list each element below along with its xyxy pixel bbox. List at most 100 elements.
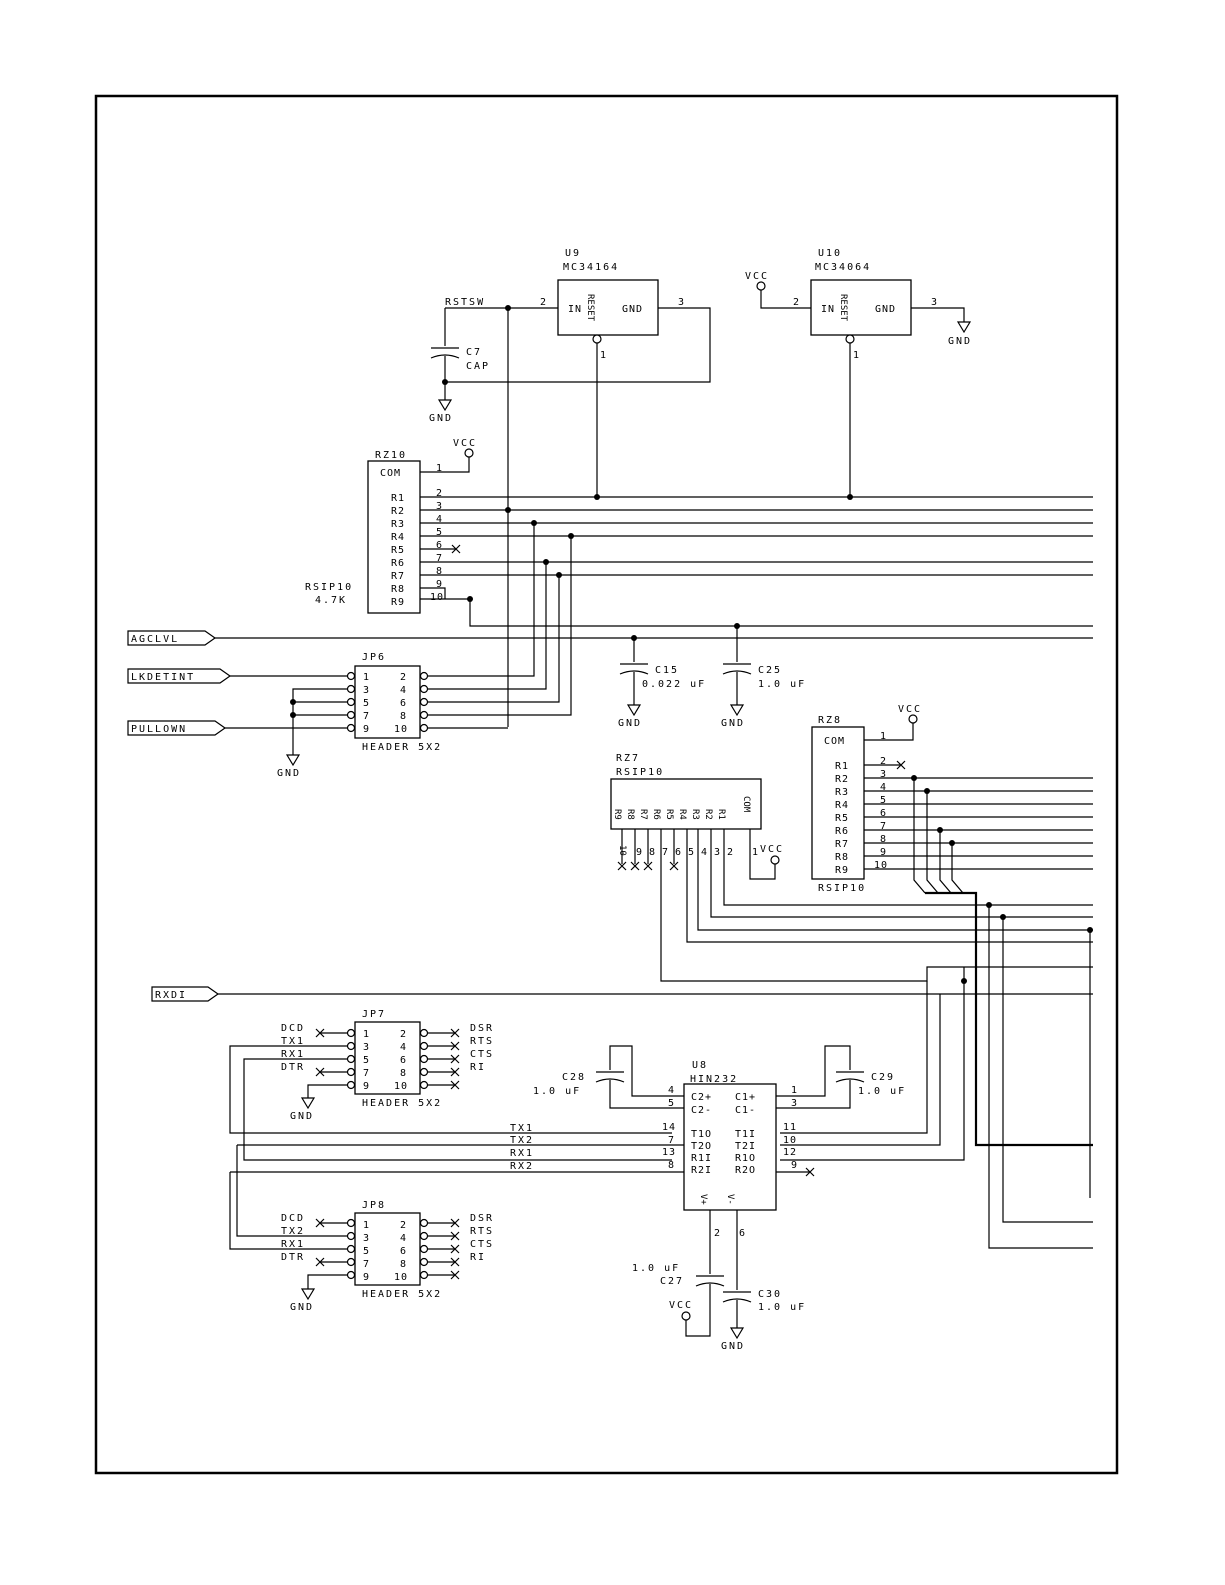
- c7-ref: C7: [466, 347, 482, 358]
- rz8-r5: R5: [835, 813, 849, 824]
- rz7-pin-2: 2: [727, 847, 734, 858]
- vcc-label-c27: VCC: [669, 1300, 693, 1311]
- gnd-label-u10: GND: [948, 336, 972, 347]
- jp8-pin-9: 9: [363, 1272, 370, 1283]
- u9-part: MC34164: [563, 262, 619, 273]
- rz10-value: 4.7K: [315, 595, 347, 606]
- jp7-part: HEADER 5X2: [362, 1098, 442, 1109]
- jp7-net-cts: CTS: [470, 1049, 494, 1060]
- rz8-pin-7: 7: [880, 821, 887, 832]
- rz10-pin-3: 3: [436, 501, 443, 512]
- rz8-r4: R4: [835, 800, 849, 811]
- jp7-net-tx1: TX1: [281, 1036, 305, 1047]
- jp6-header: JP6 1 3 5 7 9 2 4 6 8 10 HEADER 5X2: [354, 652, 440, 753]
- c28-ref: C28: [562, 1072, 586, 1083]
- rz8-r7: R7: [835, 839, 849, 850]
- jp7-pin-9: 9: [363, 1081, 370, 1092]
- jp8-pin-4: 4: [400, 1233, 407, 1244]
- u8-num-2: 2: [714, 1228, 721, 1239]
- rz10-r8: R8: [391, 584, 405, 595]
- rz10-r2: R2: [391, 506, 405, 517]
- c25-capacitor: GND C25 1.0 uF: [721, 626, 804, 729]
- rz8-pin-3: 3: [880, 769, 887, 780]
- jp7-pin-2: 2: [400, 1029, 407, 1040]
- gnd-label-c7: GND: [429, 413, 453, 424]
- c25-ref: C25: [758, 665, 782, 676]
- c30-ref: C30: [758, 1289, 782, 1300]
- gnd-label-c25: GND: [721, 718, 745, 729]
- jp6-pin-10: 10: [394, 724, 408, 735]
- rz7-pin-7: 7: [662, 847, 669, 858]
- u10-pin-reset: RESET: [838, 294, 848, 322]
- port-pullown-label: PULLOWN: [131, 724, 187, 735]
- u8-pin-r1i: R1I: [691, 1153, 712, 1164]
- u8-part: HIN232: [690, 1074, 738, 1085]
- vcc-label-rz10: VCC: [453, 438, 477, 449]
- c27-ref: C27: [660, 1276, 684, 1287]
- jp7-net-dcd: DCD: [281, 1023, 305, 1034]
- rz7-pin-9: 9: [636, 847, 643, 858]
- rz7-r2: R2: [703, 809, 713, 820]
- rz7-r5: R5: [664, 809, 674, 820]
- rz10-pin-5: 5: [436, 527, 443, 538]
- rz7-part: RSIP10: [616, 767, 664, 778]
- rz8-pin-9: 9: [880, 847, 887, 858]
- port-lkdetint: LKDETINT: [127, 668, 232, 684]
- jp7-net-rx1: RX1: [281, 1049, 305, 1060]
- rz7-r8: R8: [625, 809, 635, 820]
- rz10-pin-7: 7: [436, 553, 443, 564]
- u8-ref: U8: [692, 1060, 708, 1071]
- c7-value: CAP: [466, 361, 490, 372]
- rz10-ref: RZ10: [375, 450, 407, 461]
- rz10-r6: R6: [391, 558, 405, 569]
- u8-num-11: 11: [783, 1122, 797, 1133]
- jp6-pin-2: 2: [400, 672, 407, 683]
- jp8-pin-8: 8: [400, 1259, 407, 1270]
- u8-num-8: 8: [668, 1160, 675, 1171]
- rz10-part: RSIP10: [305, 582, 353, 593]
- jp6-pin-4: 4: [400, 685, 407, 696]
- rz8-pin-2: 2: [880, 756, 887, 767]
- rz10-r7: R7: [391, 571, 405, 582]
- c27-capacitor: VCC 1.0 uF C27: [632, 1210, 725, 1337]
- rz8-com: COM: [824, 736, 845, 747]
- c27-value: 1.0 uF: [632, 1263, 680, 1274]
- rz8-pin-5: 5: [880, 795, 887, 806]
- jp8-net-cts: CTS: [470, 1239, 494, 1250]
- u8-num-3: 3: [791, 1098, 798, 1109]
- rz10-r9: R9: [391, 597, 405, 608]
- u9-num-in: 2: [540, 297, 547, 308]
- c29-capacitor: C29 1.0 uF: [776, 1045, 904, 1109]
- jp8-net-dsr: DSR: [470, 1213, 494, 1224]
- rz8-pin-6: 6: [880, 808, 887, 819]
- rz7-r7: R7: [638, 809, 648, 820]
- rz8-ref: RZ8: [818, 715, 842, 726]
- u8-net-tx2: TX2: [510, 1135, 534, 1146]
- vcc-label-rz7: VCC: [760, 844, 784, 855]
- rz7-pin-3: 3: [714, 847, 721, 858]
- jp7-net-dtr: DTR: [281, 1062, 305, 1073]
- u9-num-reset: 1: [600, 350, 607, 361]
- rz8-r1: R1: [835, 761, 849, 772]
- u8-pin-vplus: V+: [698, 1194, 708, 1205]
- u8-pin-vminus: V-: [725, 1194, 735, 1205]
- jp8-pin-7: 7: [363, 1259, 370, 1270]
- c15-value: 0.022 uF: [642, 679, 706, 690]
- c15-capacitor: GND C15 0.022 uF: [618, 638, 706, 729]
- jp7-ref: JP7: [362, 1009, 386, 1020]
- rz7-pin-8: 8: [649, 847, 656, 858]
- jp8-pin-6: 6: [400, 1246, 407, 1257]
- jp8-pin-10: 10: [394, 1272, 408, 1283]
- jp8-net-dtr: DTR: [281, 1252, 305, 1263]
- u8-pin-c2p: C2+: [691, 1092, 712, 1103]
- u8-num-4: 4: [668, 1085, 675, 1096]
- jp7-header: JP7 1 3 5 7 9 2 4 6 8 10 HEADER 5X2: [354, 1009, 442, 1109]
- jp7-pin-5: 5: [363, 1055, 370, 1066]
- u9-num-gnd: 3: [678, 297, 685, 308]
- jp8-net-rx1: RX1: [281, 1239, 305, 1250]
- rz7-com: COM: [741, 796, 751, 813]
- jp7-pin-1: 1: [363, 1029, 370, 1040]
- u8-net-tx1: TX1: [510, 1123, 534, 1134]
- rz8-r8: R8: [835, 852, 849, 863]
- rz10-com: COM: [380, 468, 401, 479]
